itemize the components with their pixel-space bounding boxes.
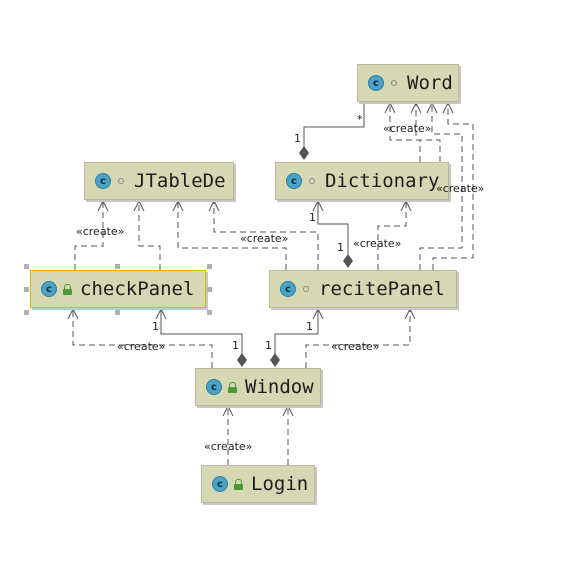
edge-label-create: «create»	[117, 340, 166, 353]
multiplicity-label: 1	[152, 320, 159, 333]
class-icon: c	[95, 173, 111, 189]
edge-recite-jtable-create[interactable]	[177, 201, 287, 270]
edge-recite-dictionary-composition[interactable]	[312, 199, 353, 268]
class-name-recitepanel: recitePanel	[319, 278, 445, 300]
edge-label-create: «create»	[353, 237, 402, 250]
class-node-dictionary[interactable]: c Dictionary	[275, 162, 449, 200]
multiplicity-label: 1	[309, 211, 316, 224]
edge-check-jtable-create[interactable]	[74, 201, 104, 270]
multiplicity-label: 1	[265, 339, 272, 352]
edge-check-jtable-create-2[interactable]	[138, 201, 161, 270]
edge-recite-dictionary-create[interactable]	[377, 201, 407, 270]
class-name-dictionary: Dictionary	[325, 170, 440, 192]
multiplicity-label: *	[357, 113, 363, 126]
edge-label-create: «create»	[204, 440, 253, 453]
class-icon: c	[286, 173, 302, 189]
package-visibility-icon	[307, 176, 317, 186]
edge-label-create: «create»	[240, 232, 289, 245]
selection-handle[interactable]	[24, 310, 29, 315]
edge-dictionary-word-create[interactable]	[389, 103, 421, 162]
class-node-login[interactable]: c Login	[201, 465, 315, 503]
package-visibility-icon	[389, 78, 399, 88]
edge-recite-word-create[interactable]	[432, 103, 474, 270]
selection-handle[interactable]	[115, 264, 120, 269]
class-node-window[interactable]: c Window	[195, 368, 321, 406]
edge-recite-jtable-create-2[interactable]	[213, 201, 319, 270]
edge-label-create: «create»	[436, 182, 485, 195]
edge-label-create: «create»	[383, 122, 432, 135]
edge-label-create: «create»	[76, 225, 125, 238]
class-name-window: Window	[245, 376, 314, 398]
class-name-word: Word	[407, 72, 453, 94]
selection-handle[interactable]	[24, 287, 29, 292]
class-node-word[interactable]: c Word	[357, 64, 459, 102]
package-visibility-icon	[301, 284, 311, 294]
selection-handle[interactable]	[115, 310, 120, 315]
class-node-recitepanel[interactable]: c recitePanel	[269, 270, 457, 308]
selection-handle[interactable]	[207, 310, 212, 315]
selection-handle[interactable]	[207, 287, 212, 292]
multiplicity-label: 1	[306, 320, 313, 333]
selection-handle[interactable]	[24, 264, 29, 269]
open-arrow-icon	[67, 101, 454, 417]
edge-label-create: «create»	[331, 340, 380, 353]
class-node-jtable[interactable]: c JTableDe	[84, 162, 234, 200]
class-name-jtable: JTableDe	[134, 170, 226, 192]
selection-handle[interactable]	[207, 264, 212, 269]
class-icon: c	[280, 281, 296, 297]
edge-window-recite-create[interactable]	[305, 309, 411, 368]
edge-dictionary-word-create-2[interactable]	[415, 103, 441, 162]
class-icon: c	[206, 379, 222, 395]
multiplicity-label: 1	[294, 132, 301, 145]
class-icon: c	[212, 476, 228, 492]
class-name-login: Login	[251, 473, 309, 495]
package-visibility-icon	[116, 176, 126, 186]
edge-recite-word-create-2[interactable]	[419, 103, 463, 270]
edge-window-check-create[interactable]	[72, 309, 213, 368]
edge-window-recite-composition[interactable]	[270, 307, 324, 367]
public-visibility-icon	[233, 479, 243, 490]
public-visibility-icon	[227, 382, 237, 393]
class-icon: c	[41, 281, 57, 297]
public-visibility-icon	[62, 284, 72, 295]
class-node-checkpanel[interactable]: c checkPanel	[30, 270, 206, 308]
edge-dictionary-word-composition[interactable]	[299, 103, 365, 160]
class-name-checkpanel: checkPanel	[80, 278, 195, 300]
multiplicity-label: 1	[337, 241, 344, 254]
edge-window-check-composition[interactable]	[155, 307, 247, 367]
class-icon: c	[368, 75, 384, 91]
multiplicity-label: 1	[232, 339, 239, 352]
